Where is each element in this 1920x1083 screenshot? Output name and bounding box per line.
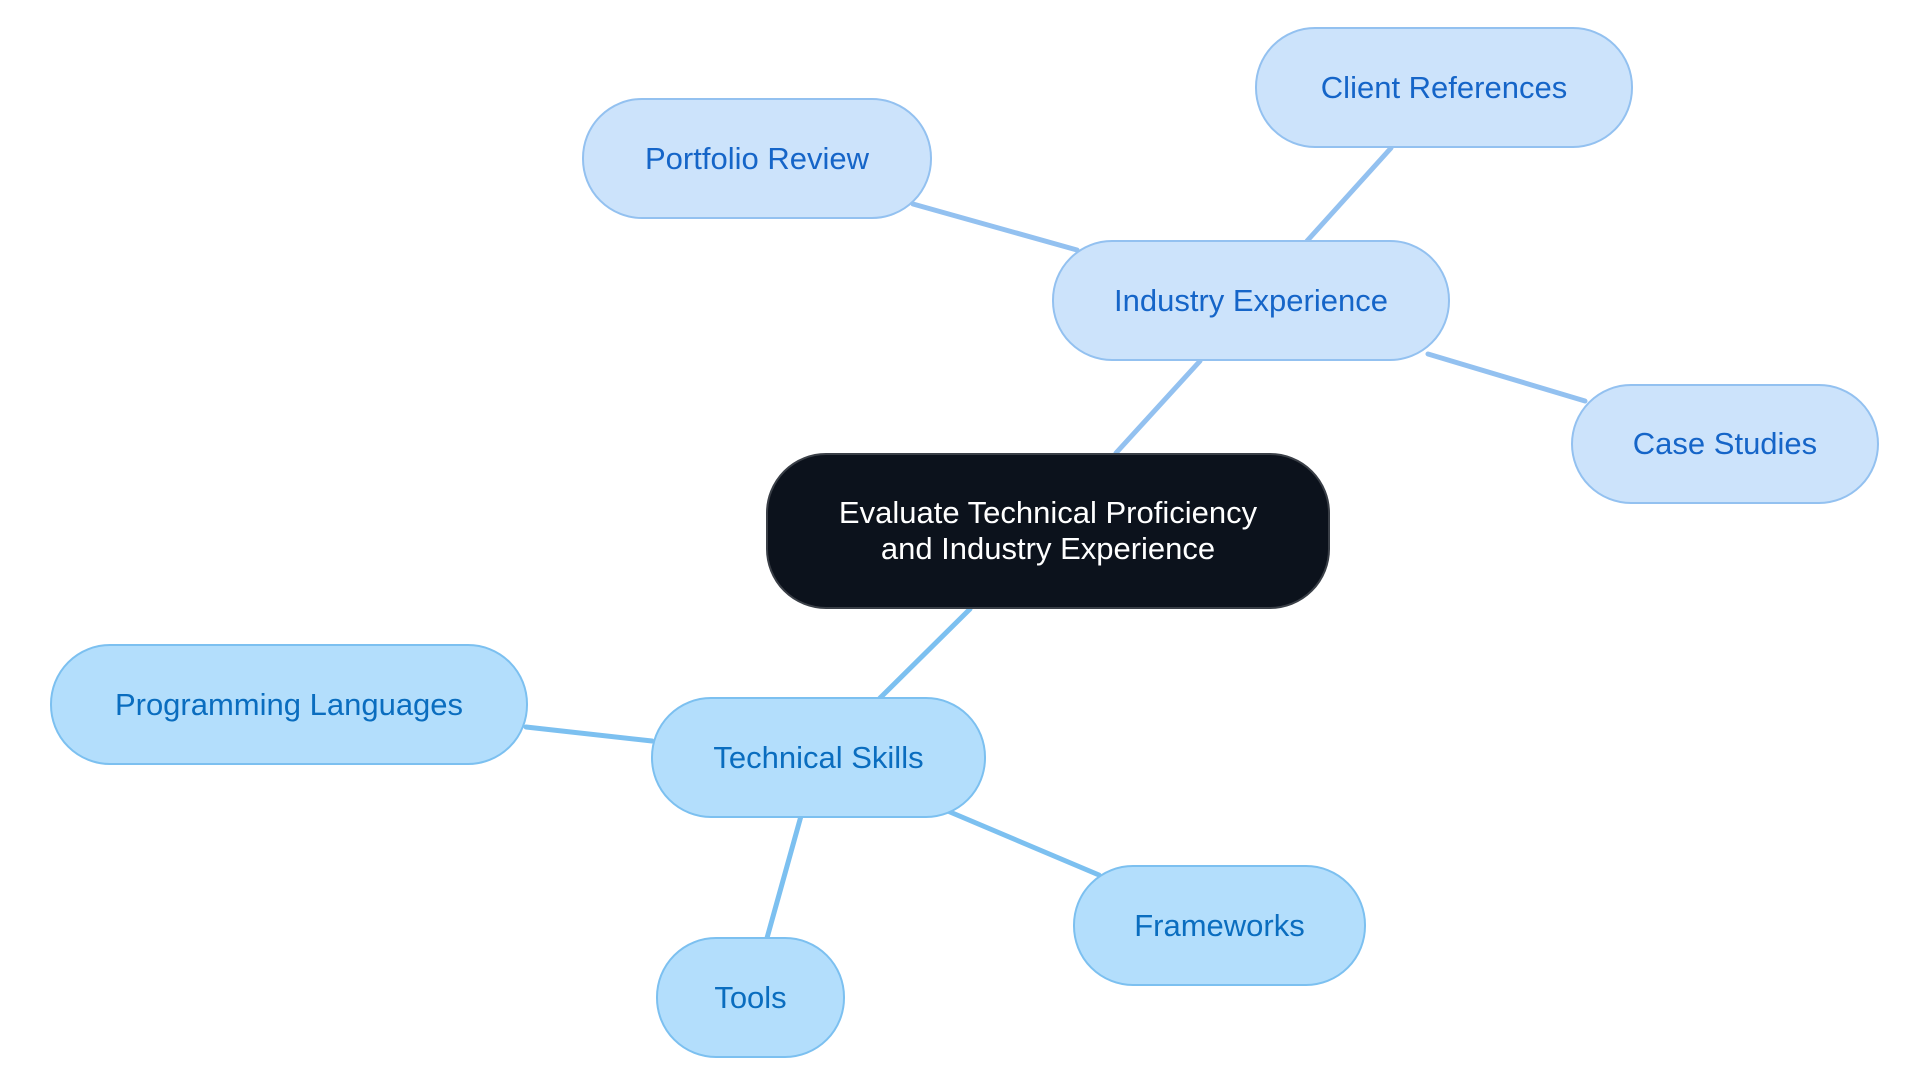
node-tools[interactable]: Tools — [656, 937, 845, 1058]
edge-root-technical — [877, 606, 973, 701]
edge-technical-frameworks — [947, 809, 1102, 878]
edge-root-industry — [1113, 358, 1203, 456]
root-node-label: Evaluate Technical Proficiency and Indus… — [838, 495, 1258, 566]
node-label: Client References — [1320, 69, 1568, 105]
node-label: Industry Experience — [1114, 282, 1388, 318]
node-label: Tools — [714, 979, 787, 1015]
edge-technical-programming — [523, 724, 655, 744]
node-frameworks[interactable]: Frameworks — [1073, 865, 1366, 986]
node-portfolio-review[interactable]: Portfolio Review — [582, 98, 932, 219]
node-label: Technical Skills — [713, 739, 924, 775]
node-industry-experience[interactable]: Industry Experience — [1052, 240, 1450, 361]
node-label: Frameworks — [1134, 907, 1305, 943]
node-programming-languages[interactable]: Programming Languages — [50, 644, 528, 765]
node-client-references[interactable]: Client References — [1255, 27, 1633, 148]
node-label: Case Studies — [1632, 426, 1818, 461]
edge-industry-case — [1425, 351, 1588, 404]
node-technical-skills[interactable]: Technical Skills — [651, 697, 986, 818]
node-label: Programming Languages — [114, 686, 464, 722]
edge-industry-portfolio — [910, 201, 1080, 253]
root-node[interactable]: Evaluate Technical Proficiency and Indus… — [766, 453, 1330, 609]
edge-industry-client — [1304, 145, 1394, 244]
node-label: Portfolio Review — [645, 140, 869, 176]
edge-technical-tools — [764, 813, 804, 941]
node-case-studies[interactable]: Case Studies — [1571, 384, 1879, 504]
